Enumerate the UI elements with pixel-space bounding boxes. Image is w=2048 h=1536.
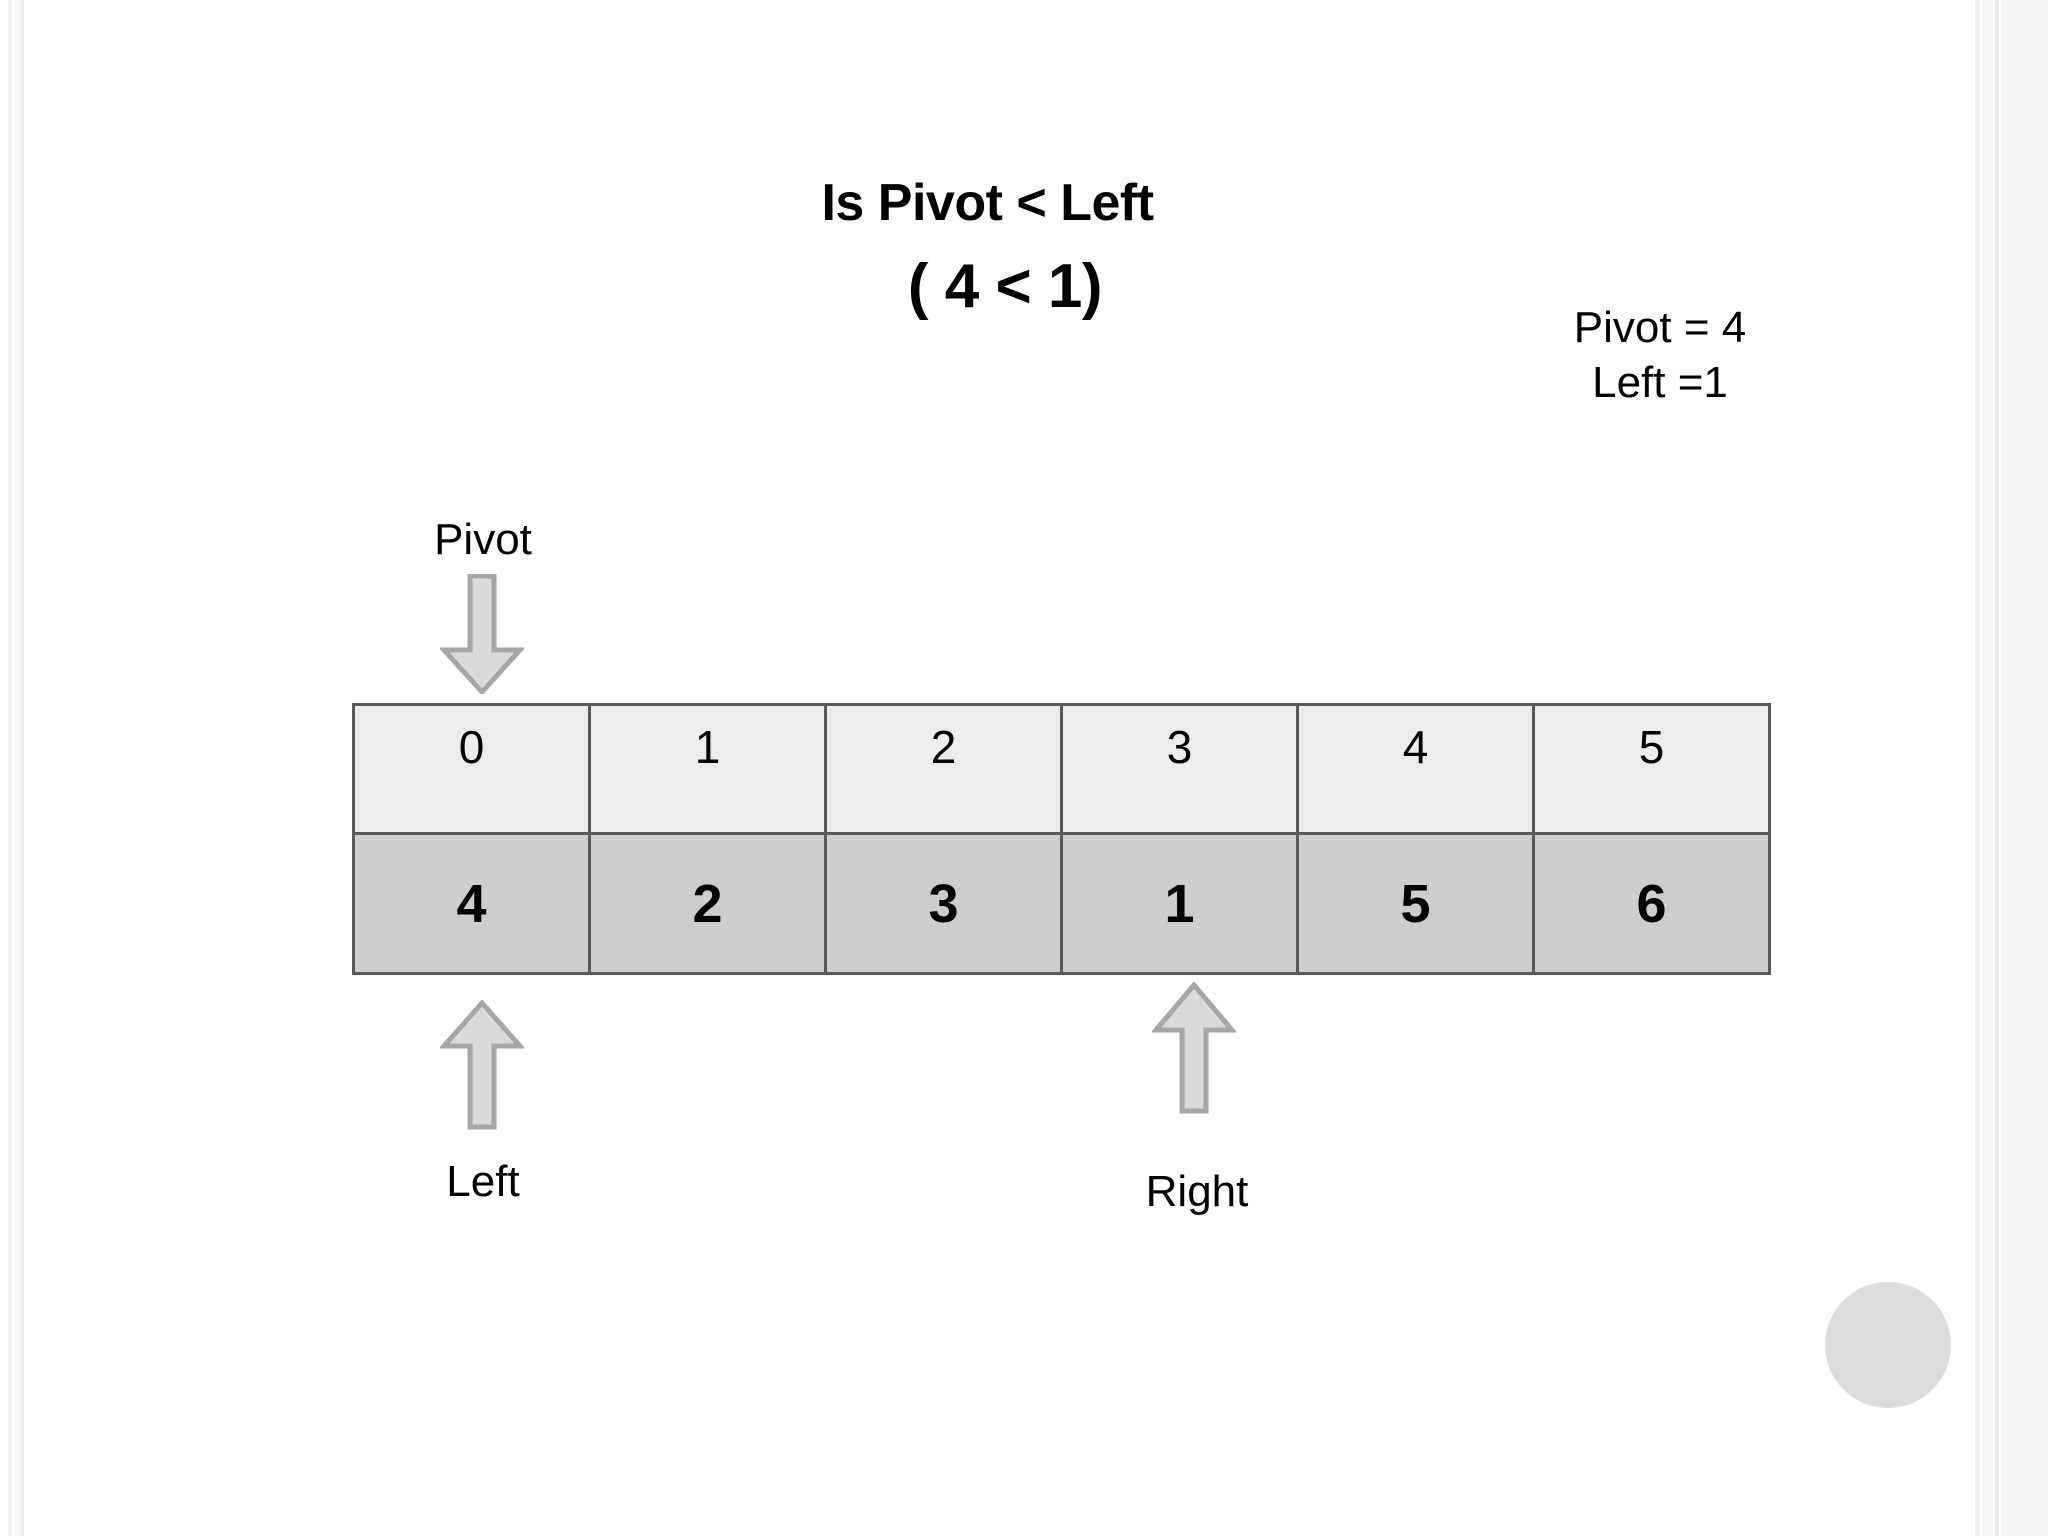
array-index-cell-2[interactable]: 2	[824, 703, 1063, 835]
array-index-cell-4[interactable]: 4	[1296, 703, 1535, 835]
array-index-cell-3[interactable]: 3	[1060, 703, 1299, 835]
slide-title-expression: ( 4 < 1)	[907, 252, 1103, 321]
legend-pivot-value: Pivot = 4	[1573, 303, 1747, 352]
slide-title-condition: Is Pivot < Left	[821, 174, 1154, 232]
left-pointer-label: Left	[446, 1157, 520, 1206]
page-right-edge-strip-outer	[1995, 0, 1999, 1536]
array-value-cell-0[interactable]: 4	[352, 832, 591, 975]
array-index-row: 0 1 2 3 4 5	[352, 703, 1771, 835]
array-table: 0 1 2 3 4 5 4 2 3 1 5 6	[352, 703, 1771, 975]
array-value-cell-1[interactable]: 2	[588, 832, 827, 975]
array-value-cell-3[interactable]: 1	[1060, 832, 1299, 975]
page-right-gutter	[2001, 0, 2048, 1536]
array-value-cell-5[interactable]: 6	[1532, 832, 1771, 975]
page-right-edge-strip-inner	[1975, 0, 1980, 1536]
variable-legend: Pivot = 4 Left =1	[1460, 300, 1860, 410]
array-value-cell-2[interactable]: 3	[824, 832, 1063, 975]
pivot-pointer-label: Pivot	[434, 515, 532, 564]
page-right-edge-strip-middle	[1983, 0, 1993, 1536]
arrow-up-icon	[1152, 982, 1236, 1114]
right-pointer-label: Right	[1145, 1167, 1249, 1216]
arrow-up-icon	[440, 1000, 524, 1130]
array-index-cell-1[interactable]: 1	[588, 703, 827, 835]
circle-shape	[1825, 1282, 1951, 1408]
legend-left-value: Left =1	[1592, 358, 1728, 407]
array-index-cell-0[interactable]: 0	[352, 703, 591, 835]
array-index-cell-5[interactable]: 5	[1532, 703, 1771, 835]
array-value-cell-4[interactable]: 5	[1296, 832, 1535, 975]
array-value-row: 4 2 3 1 5 6	[352, 832, 1771, 975]
arrow-down-icon	[440, 574, 524, 694]
